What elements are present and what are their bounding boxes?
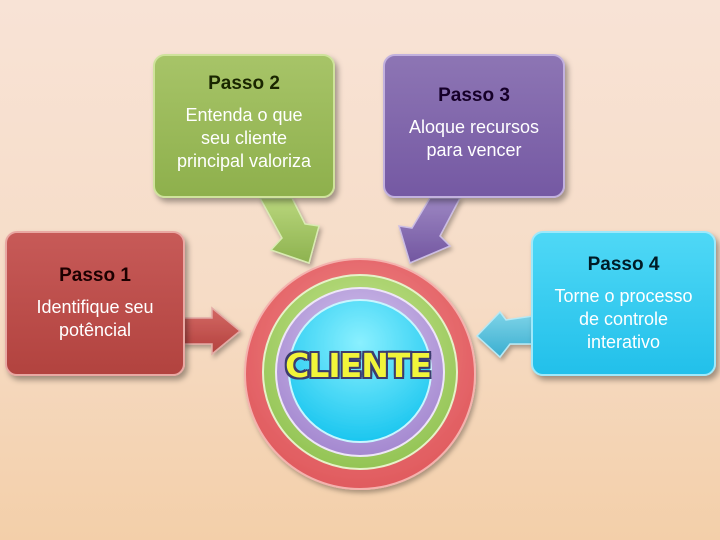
step-3-box: Passo 3 Aloque recursos para vencer [383,54,565,198]
down-left-arrow-icon [397,197,462,265]
inner-circle [288,299,432,443]
step-4-title: Passo 4 [587,253,660,275]
step-2-text: Entenda o que seu cliente principal valo… [176,105,312,171]
step-2-box: Passo 2 Entenda o que seu cliente princi… [153,54,335,198]
step-4-box: Passo 4 Torne o processo de controle int… [531,231,716,376]
cliente-circle [244,258,476,490]
cliente-label: CLIENTE [285,346,432,385]
step-2-title: Passo 2 [208,73,280,94]
step-3-text: Aloque recursos para vencer [408,116,540,160]
step-3-title: Passo 3 [438,84,510,106]
step-1-title: Passo 1 [59,265,131,286]
left-arrow-icon [475,310,534,359]
step-4-text: Torne o processo de controle interativo [554,285,693,352]
right-arrow-icon [182,306,242,356]
step-1-box: Passo 1 Identifique seu potêncial [5,231,185,376]
step-1-text: Identifique seu potêncial [36,297,154,340]
down-right-arrow-icon [258,197,320,264]
